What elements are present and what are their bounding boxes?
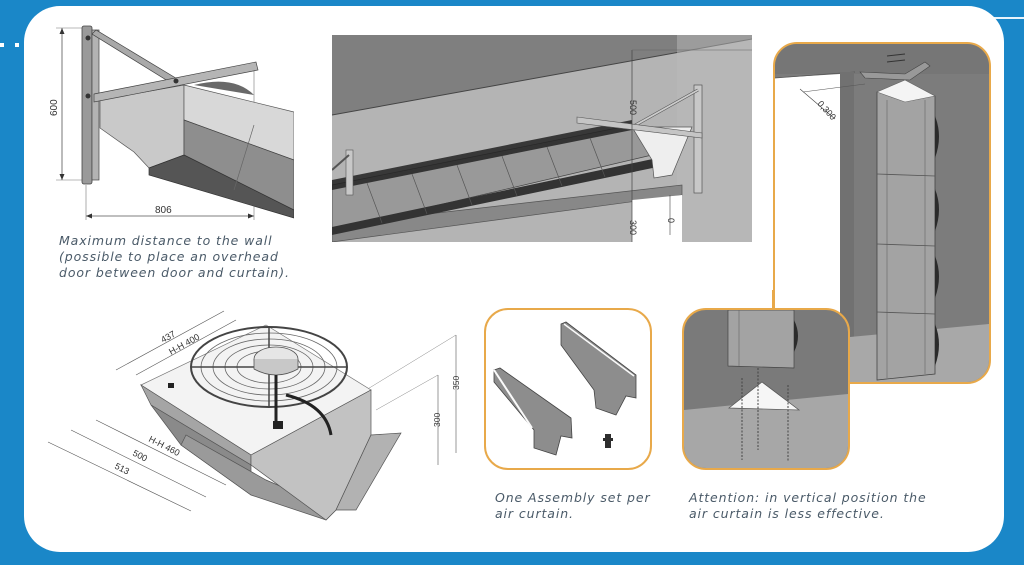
dim-label-zero: 0 (666, 218, 676, 223)
assembly-set-caption: One Assembly set per air curtain. (495, 490, 651, 521)
dim-label-top: 500 (628, 100, 638, 115)
assembly-set-figure (484, 308, 652, 470)
fan-unit-figure: 437 H-H 400 H-H 460 500 513 350 300 (36, 295, 476, 530)
dim-label-bottom: 300 (628, 220, 638, 235)
vertical-attention-figure (682, 308, 850, 470)
decorative-dots (0, 40, 19, 50)
dim-label-height-total: 350 (451, 376, 461, 390)
dim-label-height: 600 (49, 99, 60, 116)
curtain-segments (332, 120, 667, 235)
dim-label-depth: 437 (159, 329, 177, 345)
overhead-install-figure: 500 300 0 (332, 35, 752, 242)
dim-label-width: 806 (155, 205, 172, 216)
wall-distance-figure: 600 806 (44, 20, 294, 225)
dim-label-height-body: 300 (432, 413, 442, 427)
dim-label-width-outer: 513 (113, 461, 131, 477)
vertical-attention-caption: Attention: in vertical position the air … (689, 490, 927, 521)
wall-distance-caption: Maximum distance to the wall (possible t… (59, 233, 290, 280)
connector-line (772, 290, 774, 310)
